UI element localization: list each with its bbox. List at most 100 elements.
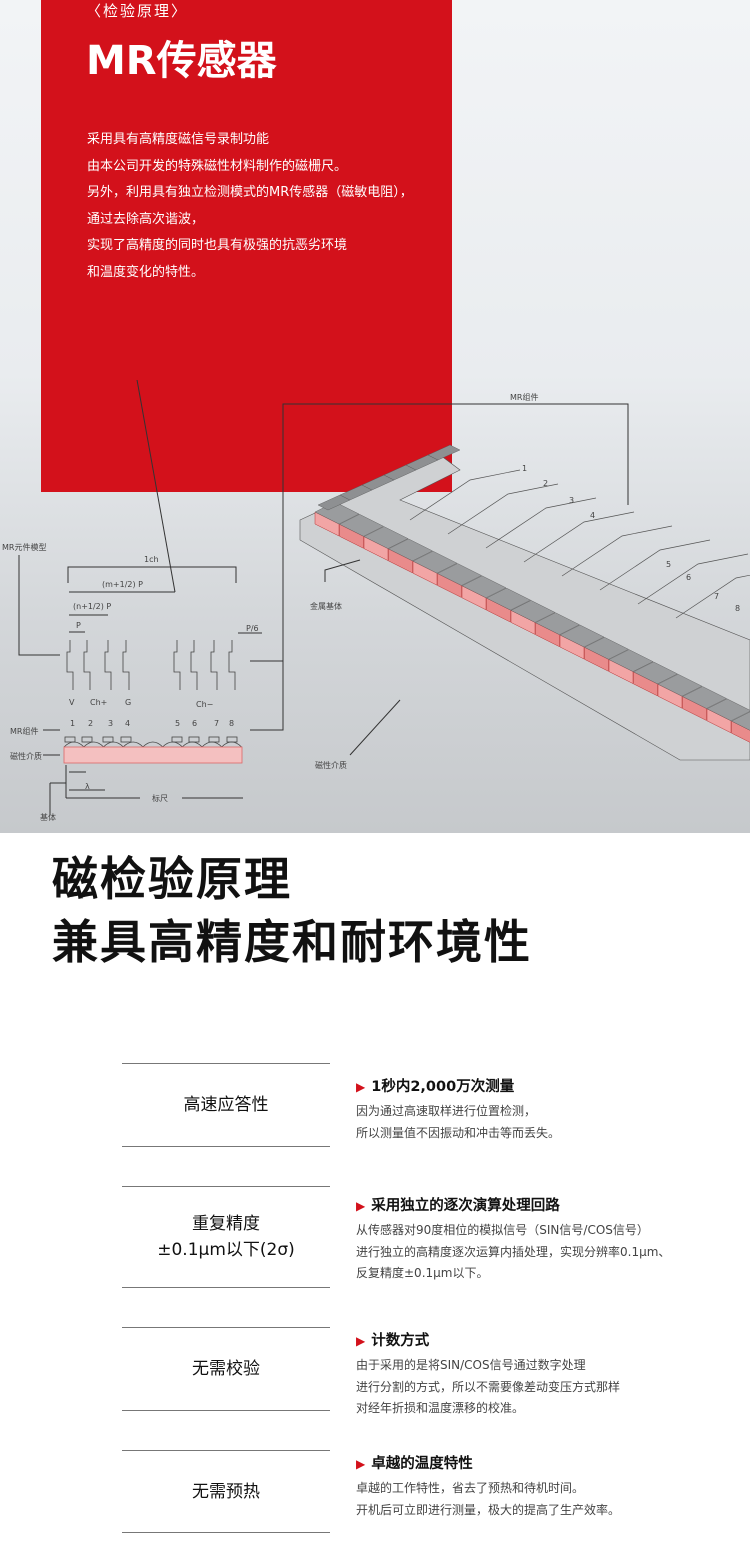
label-num: 4 <box>125 719 130 728</box>
feature-title: ▶ 计数方式 <box>356 1329 620 1350</box>
sensor-trace <box>637 553 749 605</box>
label-m-p: (m+1/2) P <box>102 580 143 589</box>
feature-line: 所以测量值不因振动和冲击等而丢失。 <box>356 1125 561 1140</box>
mr-element <box>228 640 236 690</box>
label-lambda: λ <box>85 782 90 791</box>
magnetic-segment-top <box>584 637 629 660</box>
mr-sensor-diagram: MR元件模型 1ch (m+1/2) P (n+1/2) P P P/6 V C… <box>2 380 750 822</box>
label-ch-plus: Ch+ <box>90 698 107 707</box>
feature-line: 卓越的工作特性，省去了预热和待机时间。 <box>356 1481 585 1495</box>
label-num-3d: 1 <box>522 464 527 473</box>
magnetic-segment-top <box>510 600 556 623</box>
feature-label-text: 重复精度 <box>192 1214 260 1234</box>
feature-label-text: ±0.1μm以下(2σ) <box>157 1240 295 1260</box>
magnetic-segment-top <box>608 649 654 672</box>
intro-panel: 〈检验原理〉 MR传感器 采用具有高精度磁信号录制功能 由本公司开发的特殊磁性材… <box>41 0 452 492</box>
sensor-trace <box>599 539 711 591</box>
mr-element <box>173 640 181 690</box>
magnetic-segment-top <box>388 538 433 562</box>
feature-label-text: 高速应答性 <box>183 1095 269 1115</box>
magnetic-segment-top <box>412 550 458 574</box>
flux-arc <box>63 741 85 748</box>
feature-label: 无需校验 <box>122 1327 330 1411</box>
label-p: P <box>76 621 81 630</box>
magnetic-segment-top <box>559 624 605 648</box>
mr-element <box>122 640 130 690</box>
magnetic-segment-top <box>633 661 678 685</box>
label-base: 基体 <box>40 812 56 822</box>
feature-label: 无需预热 <box>122 1450 330 1533</box>
label-metal-base: 金属基体 <box>310 601 342 611</box>
flux-arc <box>201 741 223 748</box>
sensor-trace <box>523 511 635 563</box>
magnetic-segment-top <box>682 686 727 709</box>
mr-element <box>66 640 74 690</box>
feature-detail: ▶ 计数方式 由于采用的是将SIN/COS信号通过数字处理 进行分割的方式，所以不… <box>356 1329 620 1420</box>
mr-element <box>104 640 112 690</box>
sensor-strip-3d <box>299 444 750 761</box>
flux-arc <box>162 741 183 748</box>
mr-element <box>190 640 198 690</box>
label-num: 8 <box>229 719 234 728</box>
sensor-trace <box>447 483 559 535</box>
feature-detail: ▶卓越的温度特性 卓越的工作特性，省去了预热和待机时间。 开机后可立即进行测量，… <box>356 1452 620 1521</box>
label-num-3d: 6 <box>686 573 691 582</box>
magnetic-segment-top <box>339 514 384 537</box>
label-v: V <box>69 698 75 707</box>
feature-title: ▶卓越的温度特性 <box>356 1452 620 1473</box>
sensor-trace <box>675 574 750 619</box>
mr-component-pad <box>81 736 93 743</box>
mr-element <box>83 640 91 690</box>
feature-line: 由于采用的是将SIN/COS信号通过数字处理 <box>356 1358 586 1372</box>
label-num-3d: 3 <box>569 496 574 505</box>
flux-arc <box>103 741 124 748</box>
flux-arc <box>221 741 242 748</box>
eyebrow: 〈检验原理〉 <box>86 2 189 20</box>
magnetic-medium-bar <box>63 746 243 764</box>
magnetic-segment-top <box>657 673 703 697</box>
triangle-icon: ▶ <box>356 1334 366 1348</box>
label-num-3d: 2 <box>543 479 548 488</box>
label-1ch: 1ch <box>144 555 159 564</box>
headline-line-2: 兼具高精度和耐环境性 <box>52 915 532 969</box>
label-num: 5 <box>175 719 180 728</box>
mr-component-pad <box>208 736 220 743</box>
label-num: 2 <box>88 719 93 728</box>
intro-line: 另外，利用具有独立检测模式的MR传感器（磁敏电阻）， <box>87 185 413 200</box>
feature-line: 开机后可立即进行测量，极大的提高了生产效率。 <box>356 1502 621 1517</box>
feature-line: 从传感器对90度相位的模拟信号（SIN信号/COS信号） <box>356 1223 649 1237</box>
triangle-icon: ▶ <box>356 1457 366 1471</box>
feature-label-text: 无需校验 <box>192 1359 260 1379</box>
magnetic-segment-top <box>731 711 750 731</box>
feature-title-text: 计数方式 <box>371 1333 430 1349</box>
headline-line-1: 磁检验原理 <box>52 852 292 906</box>
label-magnetic-medium-3d: 磁性介质 <box>315 760 347 770</box>
sensor-trace <box>485 497 597 549</box>
feature-line: 对经年折损和温度漂移的校准。 <box>356 1401 525 1415</box>
label-num-3d: 8 <box>735 604 740 613</box>
triangle-icon: ▶ <box>356 1199 366 1213</box>
label-num: 6 <box>192 719 197 728</box>
intro-line: 由本公司开发的特殊磁性材料制作的磁栅尺。 <box>87 158 348 174</box>
label-num: 3 <box>108 719 113 728</box>
sensor-trace <box>561 525 673 577</box>
intro-text: 采用具有高精度磁信号录制功能 由本公司开发的特殊磁性材料制作的磁栅尺。 另外，利… <box>87 127 413 286</box>
feature-detail: ▶ 采用独立的逐次演算处理回路 从传感器对90度相位的模拟信号（SIN信号/COS… <box>356 1194 670 1285</box>
mr-component-pad <box>226 736 238 743</box>
intro-line: 通过去除高次谐波， <box>87 211 205 227</box>
label-num: 1 <box>70 719 75 728</box>
magnetic-segment-top <box>706 698 750 722</box>
magnetic-segment-top <box>486 587 531 611</box>
label-magnetic-medium: 磁性介质 <box>10 751 42 761</box>
sensor-trace <box>409 469 521 521</box>
magnetic-segment-top <box>427 444 461 461</box>
feature-line: 反复精度±0.1μm以下。 <box>356 1266 489 1280</box>
flux-arc <box>83 741 104 748</box>
label-mr-model: MR元件模型 <box>2 542 46 552</box>
label-num: 7 <box>214 719 219 728</box>
intro-line: 采用具有高精度磁信号录制功能 <box>87 132 270 147</box>
feature-line: 进行分割的方式，所以不需要像差动变压方式那样 <box>356 1379 621 1394</box>
magnetic-segment-top <box>437 563 482 586</box>
feature-title-text: 采用独立的逐次演算处理回路 <box>371 1198 560 1214</box>
label-num-3d: 7 <box>714 592 719 601</box>
